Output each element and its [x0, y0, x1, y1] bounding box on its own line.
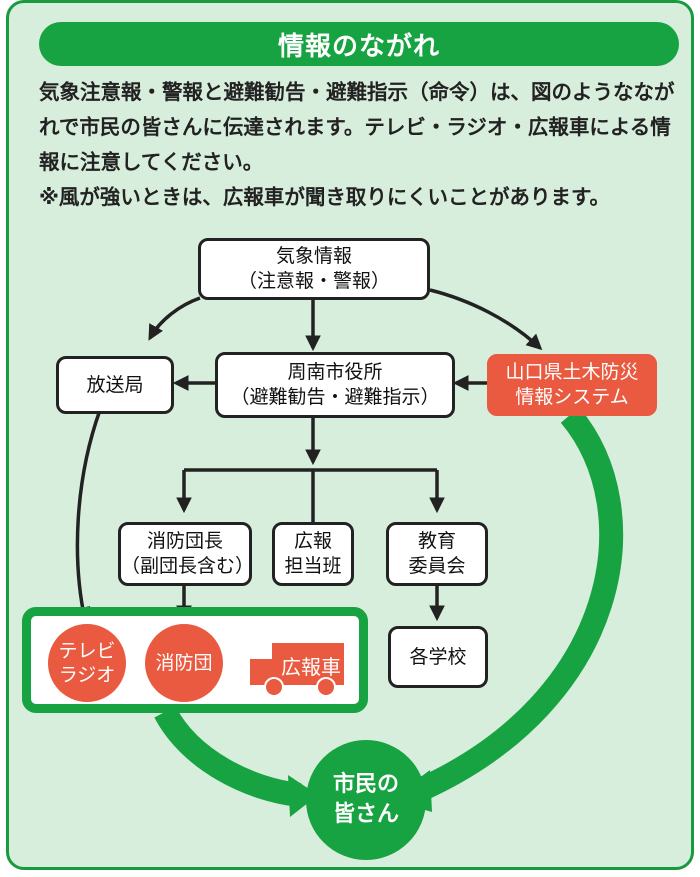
fire-corps-circle: 消防団 — [145, 624, 223, 702]
intro-text: 気象注意報・警報と避難勧告・避難指示（命令）は、図のようななが れで市民の皆さん… — [39, 80, 675, 174]
pr-truck-label: 広報車 — [281, 655, 341, 679]
fire-chief-line1: 消防団長 — [146, 530, 223, 552]
broadcaster-box: 放送局 — [56, 356, 174, 414]
city-hall-line2: （避難勧告・避難指示） — [230, 386, 440, 408]
fire-corps-label: 消防団 — [155, 652, 213, 674]
yamaguchi-line1: 山口県土木防災 — [505, 361, 639, 383]
education-line1: 教育 — [417, 530, 456, 552]
weather-line1: 気象情報 — [275, 245, 352, 267]
citizens-line2: 皆さん — [332, 802, 399, 827]
green-arrow-right — [415, 407, 624, 801]
tv-label: テレビ — [58, 640, 116, 662]
pr-team-box: 広報 担当班 — [272, 522, 354, 586]
pr-team-line2: 担当班 — [284, 555, 342, 577]
yamaguchi-line2: 情報システム — [515, 386, 629, 408]
green-arrow-left-head — [288, 775, 318, 817]
pr-team-line1: 広報 — [293, 530, 332, 552]
city-hall-box: 周南市役所 （避難勧告・避難指示） — [215, 352, 455, 418]
fire-chief-box: 消防団長 （副団長含む） — [118, 522, 255, 586]
tv-radio-circle: テレビ ラジオ — [48, 624, 126, 702]
education-line2: 委員会 — [408, 555, 466, 577]
city-hall-line1: 周南市役所 — [287, 361, 383, 383]
connector-lines — [74, 288, 543, 624]
pr-truck-icon — [250, 643, 344, 697]
fire-chief-line2: （副団長含む） — [121, 555, 255, 577]
citizens-line1: 市民の — [332, 772, 399, 797]
broadcaster-label: 放送局 — [86, 373, 144, 396]
weather-line2: （注意報・警報） — [237, 270, 390, 292]
schools-box: 各学校 — [388, 626, 488, 688]
schools-label: 各学校 — [409, 645, 467, 668]
yamaguchi-system-box: 山口県土木防災 情報システム — [487, 354, 657, 416]
panel-title: 情報のながれ — [39, 22, 679, 66]
education-board-box: 教育 委員会 — [386, 522, 488, 586]
radio-label: ラジオ — [58, 664, 116, 686]
weather-info-box: 気象情報 （注意報・警報） — [198, 238, 430, 300]
green-arrow-left — [154, 706, 302, 807]
wind-note: ※風が強いときは、広報車が聞き取りにくいことがあります。 — [39, 185, 610, 209]
citizens-circle: 市民の 皆さん — [306, 740, 426, 860]
